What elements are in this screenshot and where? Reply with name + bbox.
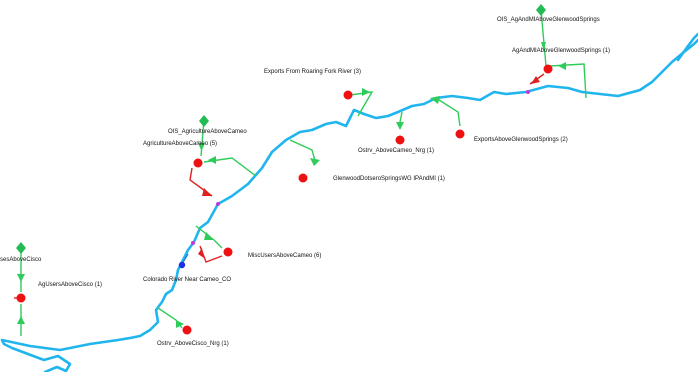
- gauge-node-colorado-river-cameo: [178, 261, 186, 269]
- colorado-river: [0, 38, 698, 372]
- demand-node-ostrv-cisco: [182, 325, 192, 335]
- arrow-icon: [198, 248, 204, 258]
- label-glenwood-dotsero: GlenwoodDotseroSpringsWG IPAndMI (1): [333, 176, 445, 182]
- river-upper-branch: [676, 32, 698, 62]
- return-link: [349, 91, 374, 117]
- supply-node-ois-agriculture: [199, 115, 209, 127]
- demand-node-misc-users-cameo: [223, 247, 233, 257]
- junction-node: [526, 90, 530, 94]
- arrow-icon: [430, 96, 440, 104]
- return-link: [399, 111, 403, 123]
- arrow-icon: [396, 122, 404, 130]
- arrow-icon: [176, 320, 184, 328]
- label-exports-glenwood: ExportsAboveGlenwoodSprings (2): [474, 137, 568, 143]
- label-ag-users-cisco: AgUsersAboveCisco (1): [38, 282, 102, 288]
- label-ag-mi-glenwood: AgAndMIAboveGlenwoodSprings (1): [512, 48, 610, 54]
- demand-node-ostrv-cameo: [395, 135, 405, 145]
- arrow-icon: [202, 188, 212, 196]
- arrow-icon: [198, 143, 205, 151]
- label-ois-ag-glenwood: OIS_AgAndMIAboveGlenwoodSprings: [497, 17, 600, 23]
- arrow-icon: [541, 42, 546, 50]
- arrow-icon: [558, 62, 566, 70]
- return-link: [435, 97, 461, 127]
- demand-node-exports-glenwood: [455, 129, 465, 139]
- label-colorado-river-cameo: Colorado River Near Cameo_CO: [143, 277, 231, 283]
- supply-node-ses-cisco: [16, 242, 26, 254]
- label-ag-cameo: AgricultureAboveCameo (5): [143, 141, 217, 147]
- demand-node-agriculture-cameo: [193, 158, 203, 168]
- diversion-link: [199, 245, 223, 263]
- arrow-icon: [208, 156, 216, 164]
- arrow-icon: [204, 232, 214, 240]
- arrow-icon: [17, 274, 25, 282]
- demand-node-exports-roaring-fork: [343, 90, 353, 100]
- arrow-icon: [310, 158, 320, 166]
- label-misc-users-cameo: MiscUsersAboveCameo (6): [248, 253, 321, 259]
- supply-link: [540, 9, 547, 67]
- label-ses-cisco: sesAboveCisco: [0, 257, 42, 263]
- diversion-link: [189, 167, 213, 197]
- junction-node: [191, 241, 195, 245]
- label-ois-ag-cameo: OIS_AgricultureAboveCameo: [168, 129, 247, 135]
- demand-node-ag-mi-glenwood: [543, 64, 553, 74]
- arrow-icon: [531, 76, 540, 84]
- demand-node-ag-users-cisco: [16, 293, 26, 303]
- junction-node: [216, 202, 220, 206]
- arrow-icon: [362, 88, 370, 96]
- supply-node-ois-glenwood: [536, 4, 546, 16]
- demand-node-glenwood-dotsero: [298, 173, 308, 183]
- label-ostrv-cameo: Ostrv_AboveCameo_Nrg (1): [358, 148, 434, 154]
- arrow-icon: [17, 316, 25, 324]
- label-exports-roaring-fork: Exports From Roaring Fork River (3): [264, 69, 361, 75]
- label-ostrv-cisco: Ostrv_AboveCisco_Nrg (1): [157, 341, 229, 347]
